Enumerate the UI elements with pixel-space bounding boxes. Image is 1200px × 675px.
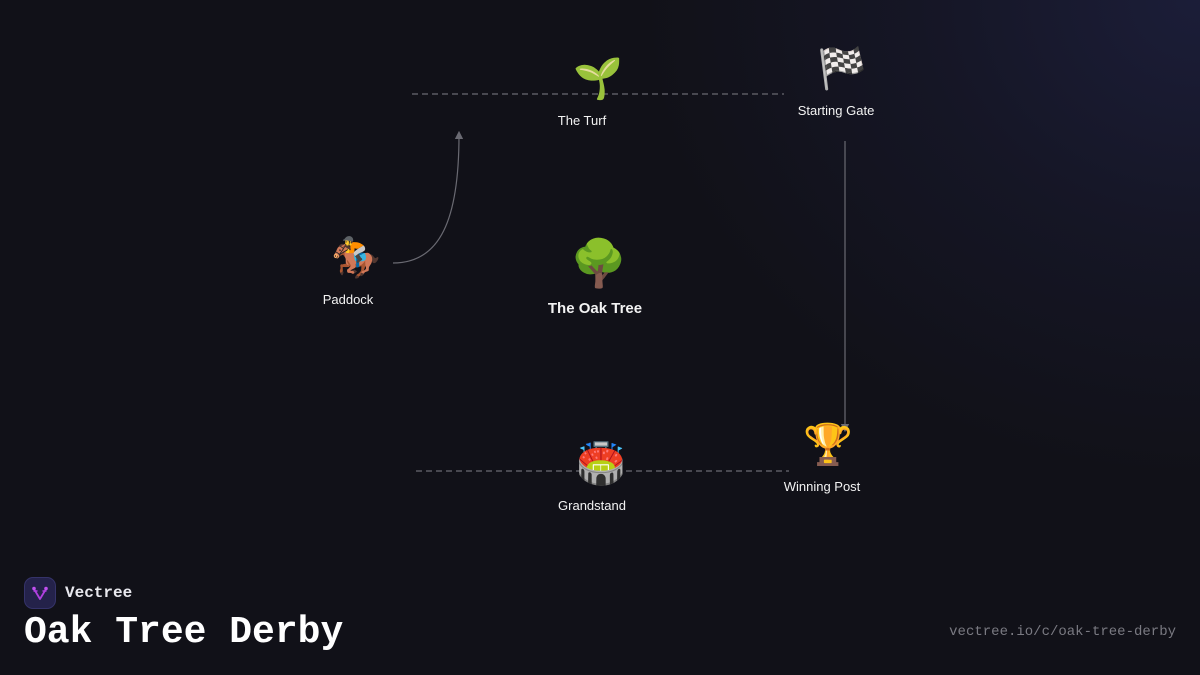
page-title: Oak Tree Derby	[24, 611, 344, 654]
horse-racing-icon: 🏇	[331, 235, 381, 281]
brand-name: Vectree	[65, 584, 133, 602]
node-label: Starting Gate	[797, 103, 875, 118]
seedling-icon: 🌱	[573, 56, 623, 102]
edge-paddock-to-turf	[392, 130, 464, 264]
stadium-icon: 🏟️	[576, 441, 626, 487]
share-url[interactable]: vectree.io/c/oak-tree-derby	[949, 624, 1176, 640]
node-paddock[interactable]: 🏇 Paddock	[323, 234, 381, 307]
node-the-oak-tree[interactable]: 🌳 The Oak Tree	[548, 236, 642, 317]
node-starting-gate[interactable]: 🏁 Starting Gate	[798, 45, 875, 118]
deciduous-tree-icon: 🌳	[570, 236, 628, 290]
center-label: The Oak Tree	[547, 300, 643, 317]
node-winning-post[interactable]: 🏆 Winning Post	[784, 421, 861, 494]
checkered-flag-icon: 🏁	[817, 46, 867, 92]
node-label: Grandstand	[558, 498, 626, 513]
trophy-icon: 🏆	[803, 422, 853, 468]
node-label: The Turf	[557, 113, 607, 128]
node-grandstand[interactable]: 🏟️ Grandstand	[558, 440, 626, 513]
node-label: Winning Post	[783, 479, 861, 494]
node-turf[interactable]: 🌱 The Turf	[558, 55, 623, 128]
vectree-logo-icon	[24, 577, 56, 609]
brand: Vectree	[24, 577, 132, 609]
node-label: Paddock	[322, 292, 374, 307]
